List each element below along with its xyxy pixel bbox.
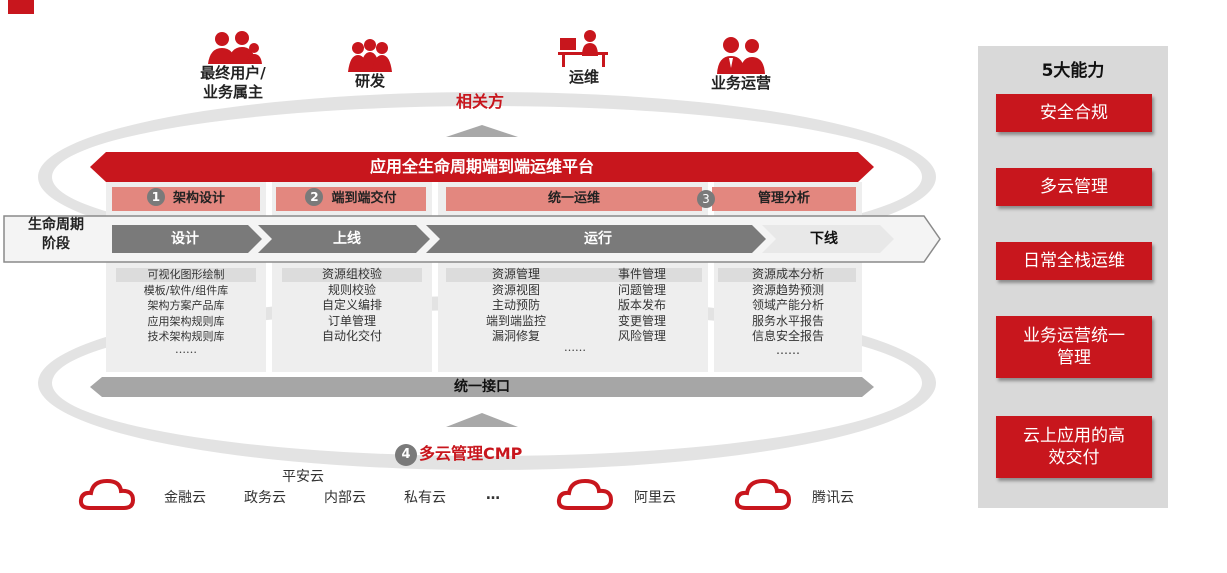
list-ops-left: 资源管理 资源视图 主动预防 端到端监控 漏洞修复 — [466, 267, 566, 345]
cloud-pingan: 平安云 — [282, 469, 324, 485]
list-item: 变更管理 — [617, 313, 666, 328]
cmp-num: 4 — [395, 444, 417, 466]
role-biz-label: 业务运营 — [710, 74, 771, 92]
list-item: 信息安全报告 — [751, 329, 824, 344]
list-item: 服务水平报告 — [751, 313, 824, 328]
capability-business-ops: 业务运营统一 管理 — [996, 316, 1152, 378]
lifecycle-band — [3, 215, 941, 263]
cmp-text: 多云管理CMP — [419, 444, 523, 463]
developers-icon — [348, 39, 392, 72]
related-parties-label: 相关方 — [455, 92, 504, 111]
list-item: 架构方案产品库 — [147, 299, 225, 313]
cap-analysis-label: 管理分析 — [757, 191, 810, 206]
cap-delivery-label: 端到端交付 — [331, 191, 397, 206]
list-item: 端到端监控 — [485, 313, 546, 328]
list-item: …… — [175, 342, 197, 356]
list-item: 风险管理 — [617, 329, 666, 344]
capability-multicloud: 多云管理 — [996, 168, 1152, 206]
lifecycle-label: 生命周期 阶段 — [28, 217, 84, 252]
stage-offline: 下线 — [810, 231, 838, 247]
cloud-icon — [78, 478, 136, 510]
cloud-gov: 政务云 — [244, 490, 286, 506]
list-item: 问题管理 — [617, 282, 666, 297]
list-item: 资源组校验 — [321, 267, 382, 281]
cap-num-2: 2 — [305, 188, 324, 206]
cap-unified-ops-label: 统一运维 — [547, 191, 600, 206]
list-ops-right: 事件管理 问题管理 版本发布 变更管理 风险管理 — [592, 267, 692, 345]
list-item: 资源视图 — [491, 282, 540, 297]
list-item: 事件管理 — [617, 267, 666, 281]
list-highlight-design — [116, 268, 256, 282]
cloud-icon — [734, 478, 792, 510]
cloud-finance: 金融云 — [164, 490, 206, 506]
capability-fullstack-ops: 日常全栈运维 — [996, 242, 1152, 280]
platform-bar — [90, 152, 874, 182]
cap-delivery: 2 端到端交付 — [276, 187, 426, 211]
list-item: 可视化图形绘制 — [147, 268, 225, 281]
list-item: 模板/软件/组件库 — [143, 283, 229, 297]
stage-design: 设计 — [171, 231, 199, 247]
list-item: 规则校验 — [327, 282, 376, 297]
list-item: 技术架构规则库 — [147, 330, 225, 344]
role-dev: 研发 — [340, 38, 400, 91]
business-people-icon — [717, 37, 765, 74]
list-item: 自动化交付 — [321, 329, 382, 344]
cap-num-3: 3 — [697, 190, 715, 208]
list-item: 版本发布 — [617, 298, 666, 313]
list-analysis: 资源成本分析 资源趋势预测 领域产能分析 服务水平报告 信息安全报告 …… — [714, 267, 862, 357]
cap-analysis: 管理分析 — [712, 187, 856, 211]
cloud-tencent: 腾讯云 — [812, 490, 854, 506]
list-highlight-delivery — [282, 268, 422, 282]
role-biz: 业务运营 — [703, 36, 779, 93]
list-item: 漏洞修复 — [491, 329, 540, 344]
role-ops: 运维 — [552, 28, 616, 87]
list-item: 资源趋势预测 — [751, 282, 824, 297]
list-highlight-ops — [446, 268, 702, 282]
list-item: 自定义编排 — [321, 298, 382, 313]
list-item: 订单管理 — [327, 313, 376, 328]
list-ops-more: …… — [564, 341, 586, 354]
role-end-user-label: 最终用户/ 业务属主 — [200, 64, 266, 101]
cap-architecture-label: 架构设计 — [172, 191, 225, 206]
platform-title: 应用全生命周期端到端运维平台 — [369, 157, 594, 176]
list-item: 领域产能分析 — [751, 298, 824, 313]
cap-architecture: 1 架构设计 — [112, 187, 260, 211]
capability-panel-title: 5大能力 — [1041, 61, 1105, 81]
list-item: 资源成本分析 — [751, 267, 824, 281]
stage-online-shape — [258, 225, 430, 253]
list-delivery: 资源组校验 规则校验 自定义编排 订单管理 自动化交付 — [278, 267, 426, 345]
role-dev-label: 研发 — [354, 72, 385, 90]
stage-run-shape — [426, 225, 766, 253]
interface-bar — [90, 377, 874, 397]
role-end-user: 最终用户/ 业务属主 — [186, 30, 280, 102]
corner-accent — [8, 0, 34, 14]
users-group-icon — [208, 31, 262, 64]
list-item: 资源管理 — [491, 267, 540, 281]
cloud-aliyun: 阿里云 — [634, 490, 676, 506]
capability-cloud-delivery: 云上应用的高 效交付 — [996, 416, 1152, 478]
cloud-more: … — [486, 487, 500, 503]
stage-offline-shape — [762, 225, 894, 253]
cloud-internal: 内部云 — [324, 490, 366, 506]
list-item: …… — [776, 342, 800, 357]
list-highlight-analysis — [718, 268, 856, 282]
cap-num-1: 1 — [146, 188, 165, 206]
stage-online: 上线 — [333, 231, 361, 247]
stage-run: 运行 — [584, 231, 612, 247]
operator-desk-icon — [558, 30, 608, 67]
interface-label: 统一接口 — [454, 379, 510, 395]
list-design: 可视化图形绘制 模板/软件/组件库 架构方案产品库 应用架构规则库 技术架构规则… — [112, 267, 260, 355]
list-item: 应用架构规则库 — [147, 314, 225, 328]
cloud-private: 私有云 — [404, 490, 446, 506]
capability-security-compliance: 安全合规 — [996, 94, 1152, 132]
cloud-icon — [556, 478, 614, 510]
list-item: 主动预防 — [491, 298, 540, 313]
up-arrow-top — [446, 125, 518, 137]
stage-design-shape — [112, 225, 262, 253]
role-ops-label: 运维 — [568, 68, 599, 86]
up-arrow-bottom — [446, 413, 518, 427]
cap-unified-ops: 统一运维 — [446, 187, 702, 211]
